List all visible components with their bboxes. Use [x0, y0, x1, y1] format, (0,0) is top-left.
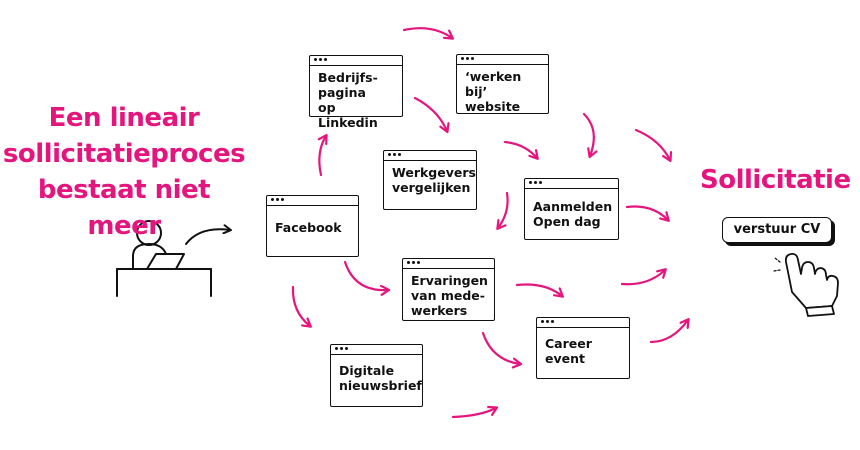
- channel-label: Werkgevers vergelijken: [392, 165, 476, 195]
- channel-window-open-dag: Aanmelden Open dag: [524, 178, 619, 240]
- channel-label: Career event: [545, 336, 592, 366]
- channel-window-facebook: Facebook: [266, 195, 359, 257]
- channel-label: ‘werken bij’ website: [465, 69, 522, 114]
- goal-title: Sollicitatie: [700, 165, 851, 195]
- pointing-hand-cursor-icon: [773, 252, 839, 317]
- window-titlebar: [331, 345, 422, 355]
- channel-window-werkgevers: Werkgevers vergelijken: [383, 150, 477, 210]
- flow-arrows: [291, 27, 690, 419]
- window-titlebar: [310, 56, 402, 66]
- channel-window-ervaringen: Ervaringen van mede- werkers: [402, 258, 495, 321]
- channel-label: Ervaringen van mede- werkers: [411, 273, 488, 318]
- headline-line: sollicitatieproces: [2, 139, 246, 169]
- headline-line: bestaat niet meer: [37, 175, 211, 241]
- channel-label: Facebook: [275, 220, 342, 235]
- window-titlebar: [525, 179, 618, 189]
- send-cv-button[interactable]: verstuur CV: [722, 217, 832, 243]
- window-titlebar: [457, 55, 548, 65]
- curved-arrow-icon: [185, 224, 232, 245]
- window-titlebar: [267, 196, 358, 206]
- channel-window-werken-bij: ‘werken bij’ website: [456, 54, 549, 114]
- window-titlebar: [403, 259, 494, 269]
- window-titlebar: [537, 318, 629, 328]
- headline-line: Een lineair: [48, 103, 200, 133]
- person-at-laptop-icon: [116, 220, 212, 297]
- window-titlebar: [384, 151, 476, 161]
- channel-window-career-event: Career event: [536, 317, 630, 379]
- channel-label: Bedrijfs- pagina op Linkedin: [318, 70, 378, 130]
- channel-window-nieuwsbrief: Digitale nieuwsbrief: [330, 344, 423, 407]
- channel-label: Aanmelden Open dag: [533, 199, 613, 229]
- channel-window-linkedin: Bedrijfs- pagina op Linkedin: [309, 55, 403, 130]
- channel-label: Digitale nieuwsbrief: [339, 363, 422, 393]
- headline: Een lineair sollicitatieproces bestaat n…: [0, 100, 248, 244]
